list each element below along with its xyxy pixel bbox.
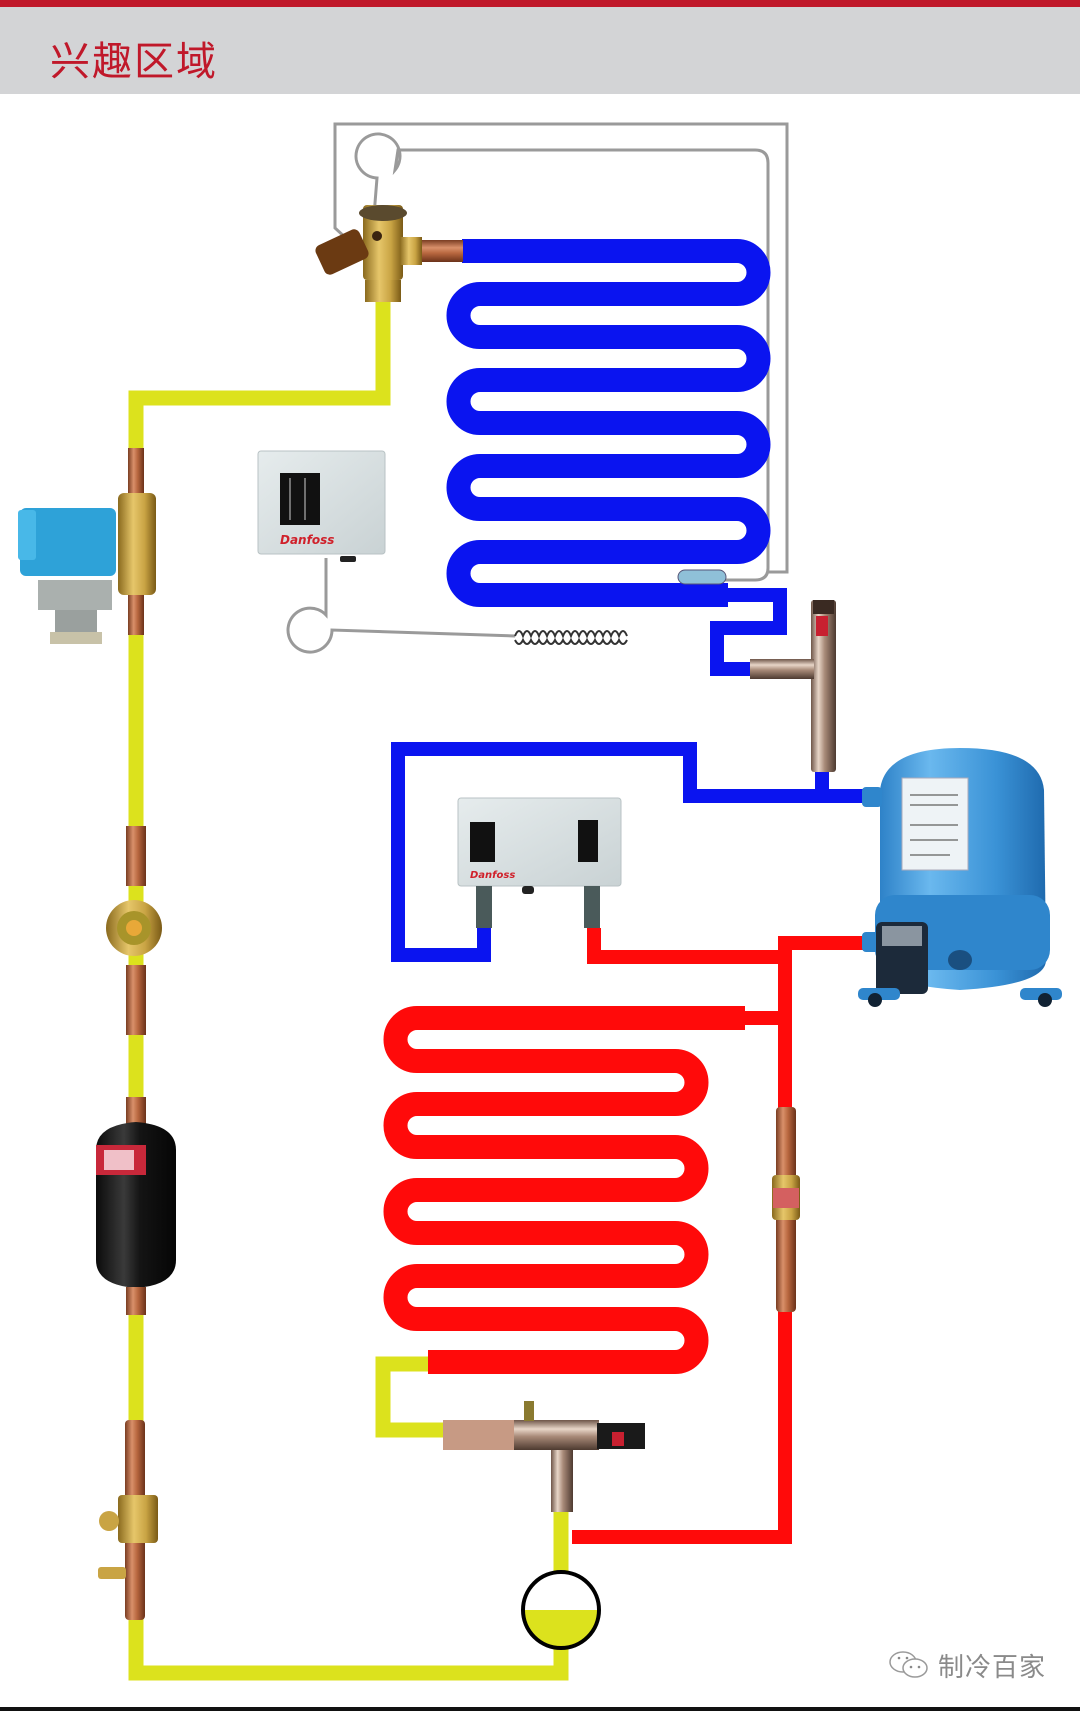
wechat-icon (889, 1651, 928, 1678)
page-title: 兴趣区域 (50, 39, 218, 85)
header-band: 兴趣区域 (0, 7, 1080, 94)
bottom-bar (0, 1707, 1080, 1711)
capillary-tubes (286, 122, 789, 654)
filter-drier[interactable] (96, 1097, 176, 1315)
thermostat-capillary (286, 558, 516, 654)
top-accent-bar (0, 0, 1080, 7)
thermostatic-expansion-valve[interactable] (313, 205, 463, 302)
condenser-coil (383, 1006, 745, 1374)
pressure-switch-brand-label: Danfoss (470, 870, 515, 881)
check-valve[interactable] (772, 1107, 800, 1312)
evaporator-pressure-regulator[interactable] (750, 600, 836, 772)
evaporator-coil (446, 239, 771, 607)
ball-valve[interactable] (98, 1420, 158, 1620)
dual-pressure-switch[interactable]: Danfoss (457, 797, 622, 928)
thermostat-brand-label: Danfoss (280, 533, 334, 547)
compressor[interactable] (858, 748, 1062, 1007)
watermark: 制冷百家 (888, 1645, 1046, 1685)
solenoid-valve[interactable] (18, 448, 156, 644)
suction-line (391, 588, 870, 962)
condensing-pressure-regulator[interactable] (443, 1401, 645, 1512)
bulb-capillary (354, 132, 770, 582)
sight-glass[interactable] (106, 826, 162, 1035)
liquid-line (128, 300, 569, 1681)
watermark-text: 制冷百家 (938, 1652, 1047, 1683)
sensing-bulb (677, 569, 727, 585)
thermostat-sensor-coil (514, 630, 628, 645)
outer-equalizer-line (333, 122, 789, 574)
receiver[interactable] (521, 1570, 601, 1650)
thermostat[interactable]: Danfoss (257, 450, 386, 562)
